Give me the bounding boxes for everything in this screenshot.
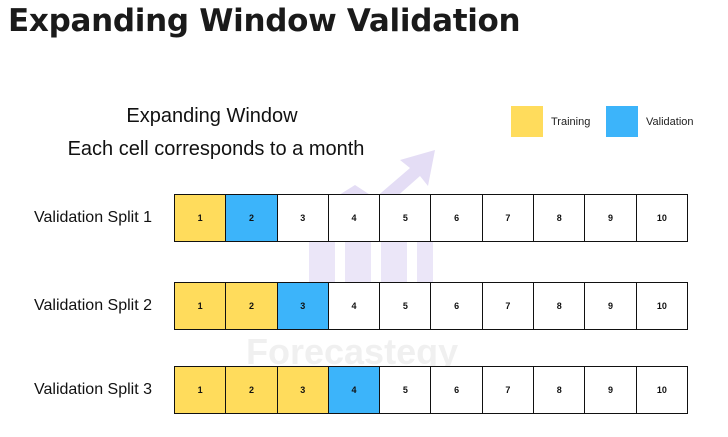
month-cell-training: 3 <box>277 367 329 413</box>
month-cell-unused: 9 <box>585 195 637 241</box>
legend-swatch-training <box>511 106 543 137</box>
month-cell-unused: 8 <box>534 283 586 329</box>
legend-item-training: Training <box>511 106 590 137</box>
month-cell-training: 1 <box>175 283 227 329</box>
month-cell-unused: 9 <box>585 367 637 413</box>
month-cell-unused: 5 <box>380 367 432 413</box>
split-label-2: Validation Split 2 <box>34 297 152 314</box>
month-cell-unused: 6 <box>431 195 483 241</box>
month-cell-unused: 7 <box>482 367 535 413</box>
month-cell-unused: 10 <box>636 283 687 329</box>
month-cell-training: 2 <box>226 367 278 413</box>
legend-label-validation: Validation <box>646 115 694 128</box>
month-cell-unused: 7 <box>482 283 535 329</box>
legend-label-training: Training <box>551 115 591 128</box>
diagram-title: Expanding Window <box>126 105 298 127</box>
legend-item-validation: Validation <box>606 106 694 137</box>
month-cell-validation: 3 <box>277 283 329 329</box>
month-cell-validation: 2 <box>226 195 278 241</box>
page-title: Expanding Window Validation <box>8 3 521 39</box>
month-cell-unused: 6 <box>431 367 483 413</box>
month-cell-unused: 4 <box>328 195 381 241</box>
month-cell-unused: 7 <box>482 195 535 241</box>
split-label-1: Validation Split 1 <box>34 209 152 226</box>
month-cell-training: 1 <box>175 367 227 413</box>
month-cell-unused: 8 <box>534 367 586 413</box>
month-cell-training: 1 <box>175 195 227 241</box>
month-cell-validation: 4 <box>328 367 381 413</box>
month-cell-unused: 5 <box>380 283 432 329</box>
month-cell-unused: 6 <box>431 283 483 329</box>
diagram-subtitle: Each cell corresponds to a month <box>67 138 365 160</box>
month-cell-unused: 3 <box>277 195 329 241</box>
split-label-3: Validation Split 3 <box>34 381 152 398</box>
legend-swatch-validation <box>606 106 638 137</box>
month-cell-unused: 8 <box>534 195 586 241</box>
month-cell-unused: 9 <box>585 283 637 329</box>
month-cell-unused: 10 <box>636 367 687 413</box>
month-cell-unused: 10 <box>636 195 687 241</box>
month-cell-training: 2 <box>226 283 278 329</box>
month-cell-unused: 5 <box>380 195 432 241</box>
month-cell-unused: 4 <box>328 283 381 329</box>
